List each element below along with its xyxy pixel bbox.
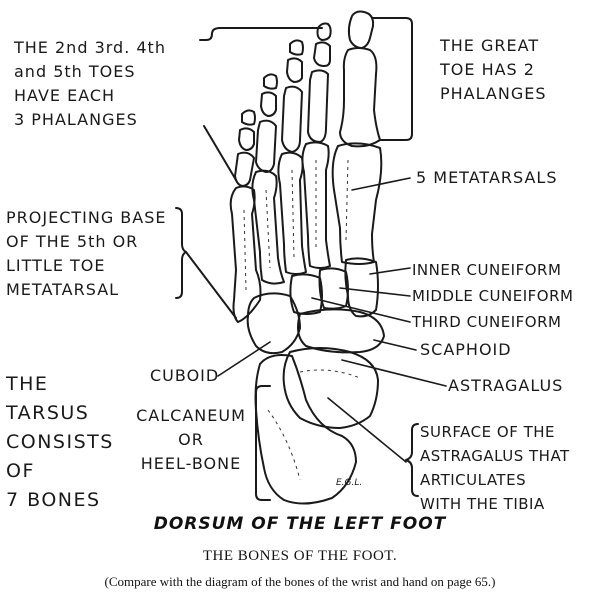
lesser-toes-label: THE 2nd 3rd. 4th and 5th TOES HAVE EACH … <box>14 36 166 132</box>
third-cuneiform-label: THIRD CUNEIFORM <box>412 313 562 331</box>
calcaneum-label-line-1: CALCANEUM <box>136 406 246 425</box>
tarsus-label-line-5: 7 BONES <box>6 489 101 511</box>
great-toe-label: THE GREAT TOE HAS 2 PHALANGES <box>440 34 546 106</box>
lesser-toes-label-line-3: HAVE EACH <box>14 86 116 105</box>
surface-label-line-3: ARTICULATES <box>420 471 527 489</box>
projecting-base-bracket <box>175 207 187 299</box>
scaphoid-label: SCAPHOID <box>420 340 512 359</box>
great-toe-bracket <box>371 17 413 141</box>
tarsus-label: THE TARSUS CONSISTS OF 7 BONES <box>6 370 114 515</box>
projecting-base-label-line-3: LITTLE TOE <box>6 256 106 275</box>
great-toe-label-line-3: PHALANGES <box>440 84 547 103</box>
tarsus-label-line-1: THE <box>6 373 49 395</box>
surface-label: SURFACE OF THE ASTRAGALUS THAT ARTICULAT… <box>420 420 570 516</box>
surface-bracket <box>405 423 419 497</box>
metatarsals-label: 5 METATARSALS <box>416 168 558 187</box>
cuboid-label: CUBOID <box>150 366 220 385</box>
calcaneum-bracket <box>255 385 271 501</box>
astragalus-label: ASTRAGALUS <box>448 376 564 395</box>
tarsus-label-line-4: OF <box>6 460 35 482</box>
calcaneum-label-line-3: HEEL-BONE <box>140 454 242 473</box>
fifth-toe-phalanges <box>234 109 256 187</box>
great-toe-phalanges <box>339 10 381 148</box>
fourth-toe-phalanges <box>255 73 278 173</box>
second-toe-phalanges <box>307 22 332 143</box>
artist-signature: E.G.L. <box>336 478 363 488</box>
lesser-toes-pointer <box>203 125 237 181</box>
bone-shading <box>243 159 361 481</box>
great-toe-label-line-2: TOE HAS 2 <box>440 60 535 79</box>
diagram-subtitle: DORSUM OF THE LEFT FOOT <box>153 514 447 534</box>
lesser-toes-bracket <box>199 27 323 41</box>
lesser-toes-label-line-2: and 5th TOES <box>14 62 136 81</box>
projecting-base-pointer <box>185 251 237 319</box>
figure-note: (Compare with the diagram of the bones o… <box>104 574 496 589</box>
cuneiforms <box>289 257 379 318</box>
third-toe-phalanges <box>281 39 304 153</box>
surface-label-line-2: ASTRAGALUS THAT <box>420 447 570 465</box>
surface-label-line-4: WITH THE TIBIA <box>420 495 545 513</box>
lesser-toes-label-line-1: THE 2nd 3rd. 4th <box>14 38 166 57</box>
great-toe-label-line-1: THE GREAT <box>440 36 540 55</box>
calcaneum-bone <box>254 354 357 505</box>
tarsus-label-line-2: TARSUS <box>6 402 90 424</box>
surface-label-line-1: SURFACE OF THE <box>420 423 556 441</box>
astragalus-bone <box>282 347 379 429</box>
projecting-base-label-line-4: METATARSAL <box>6 280 120 299</box>
lesser-toes-label-line-4: 3 PHALANGES <box>14 110 138 129</box>
projecting-base-label-line-2: OF THE 5th OR <box>6 232 139 251</box>
tarsus-label-line-3: CONSISTS <box>6 431 114 453</box>
cuboid-bone <box>246 292 301 355</box>
projecting-base-label: PROJECTING BASE OF THE 5th OR LITTLE TOE… <box>6 206 167 302</box>
metatarsals <box>229 141 383 323</box>
figure-title: THE BONES OF THE FOOT. <box>202 548 398 564</box>
calcaneum-label: CALCANEUM OR HEEL-BONE <box>130 404 252 476</box>
inner-cuneiform-label: INNER CUNEIFORM <box>412 261 562 279</box>
scaphoid-bone <box>297 308 385 354</box>
calcaneum-label-line-2: OR <box>178 430 204 449</box>
middle-cuneiform-label: MIDDLE CUNEIFORM <box>412 287 574 305</box>
leader-lines <box>217 177 447 463</box>
projecting-base-label-line-1: PROJECTING BASE <box>6 208 167 227</box>
